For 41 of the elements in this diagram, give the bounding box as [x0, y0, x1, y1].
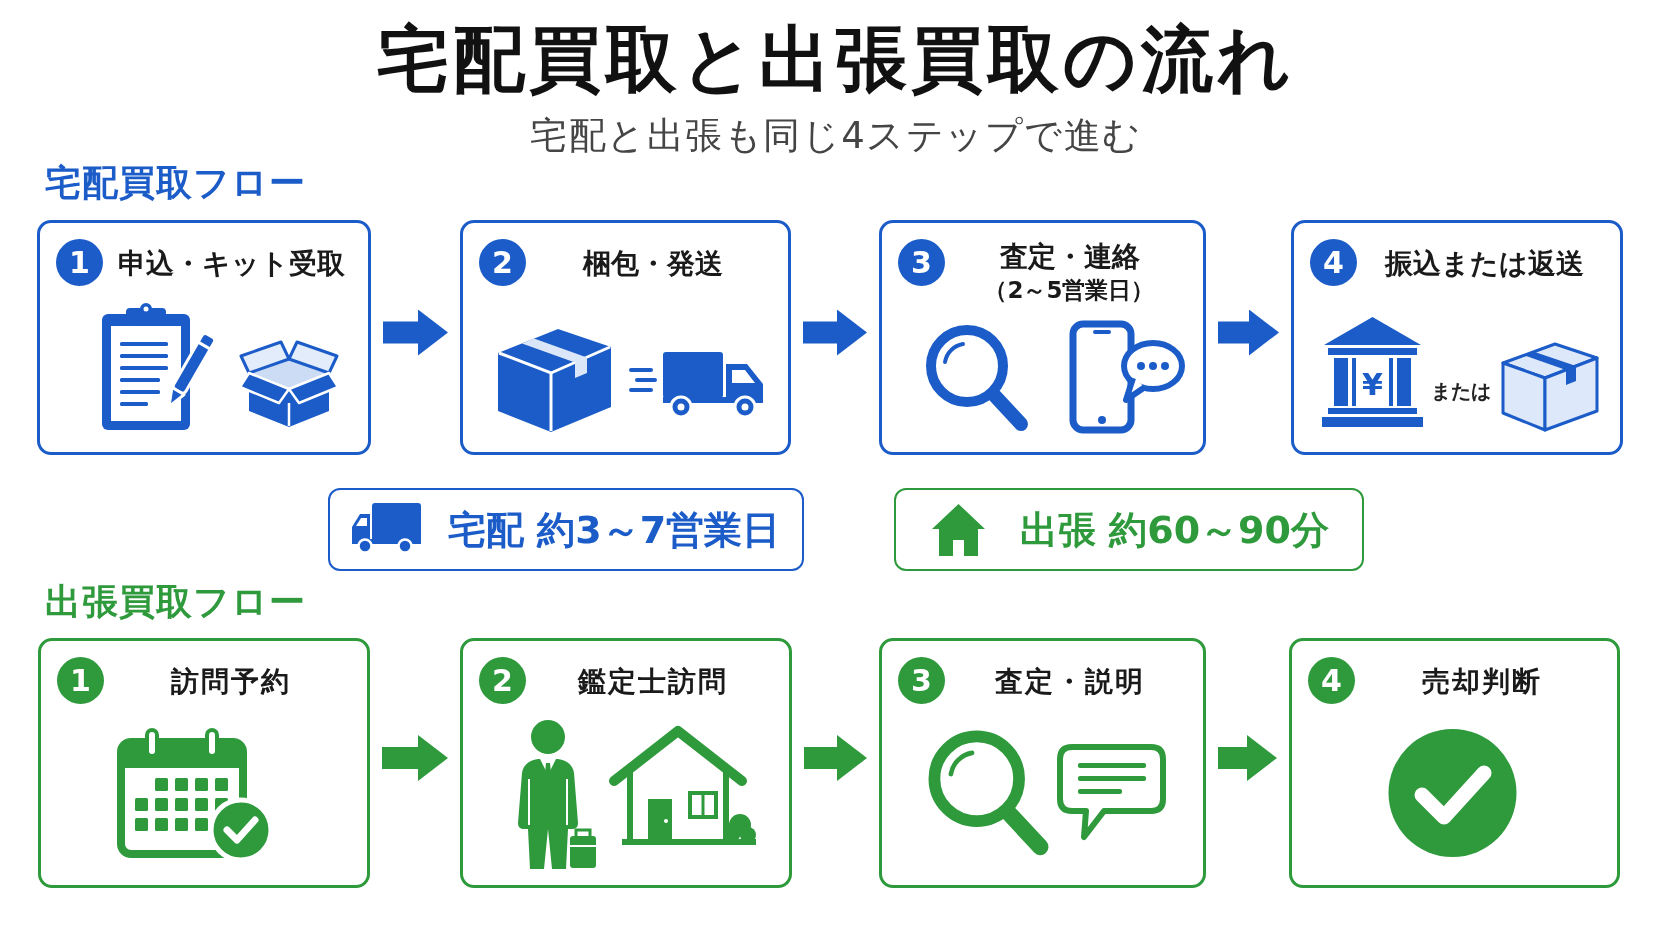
or-text: または — [1431, 380, 1491, 402]
step-number: 4 — [1310, 239, 1357, 286]
subtitle: 宅配と出張も同じ4ステップで進む — [530, 114, 1142, 158]
step-title: 申込・キット受取 — [117, 248, 345, 280]
step-number: 2 — [479, 239, 526, 286]
step-title: 訪問予約 — [171, 666, 291, 698]
yen-sign: ¥ — [1362, 367, 1383, 401]
step-number: 3 — [898, 239, 945, 286]
step-card — [1289, 638, 1620, 888]
step-title: 売却判断 — [1421, 666, 1542, 698]
step-number: 3 — [898, 657, 945, 704]
arrow — [804, 735, 867, 781]
step-title: 鑑定士訪問 — [578, 666, 728, 698]
step-note: （2～5営業日） — [984, 276, 1155, 304]
arrow — [1218, 735, 1277, 781]
step-card — [460, 638, 792, 888]
arrow — [1218, 309, 1279, 356]
step-number: 2 — [479, 657, 526, 704]
arrow — [382, 735, 448, 781]
duration-pill — [328, 488, 804, 571]
step-title: 査定・説明 — [994, 666, 1145, 698]
step-card — [879, 638, 1206, 888]
section-heading: 宅配買取フロー — [45, 161, 306, 205]
step-card — [879, 220, 1206, 455]
duration-pill — [894, 488, 1364, 571]
duration-text: 出張 約60～90分 — [1020, 507, 1329, 552]
step-card — [37, 220, 371, 455]
step-card — [1291, 220, 1623, 455]
step-title: 振込または返送 — [1384, 248, 1584, 280]
arrow — [383, 309, 448, 356]
section-heading: 出張買取フロー — [45, 580, 306, 624]
arrow — [803, 309, 867, 356]
page-title: 宅配買取と出張買取の流れ — [377, 16, 1295, 102]
step-title: 査定・連絡 — [999, 240, 1140, 273]
step-number: 1 — [56, 239, 103, 286]
step-card — [460, 220, 791, 455]
step-title: 梱包・発送 — [582, 248, 723, 280]
step-number: 4 — [1308, 657, 1355, 704]
duration-text: 宅配 約3～7営業日 — [448, 507, 781, 552]
step-number: 1 — [57, 657, 104, 704]
step-card — [38, 638, 370, 888]
